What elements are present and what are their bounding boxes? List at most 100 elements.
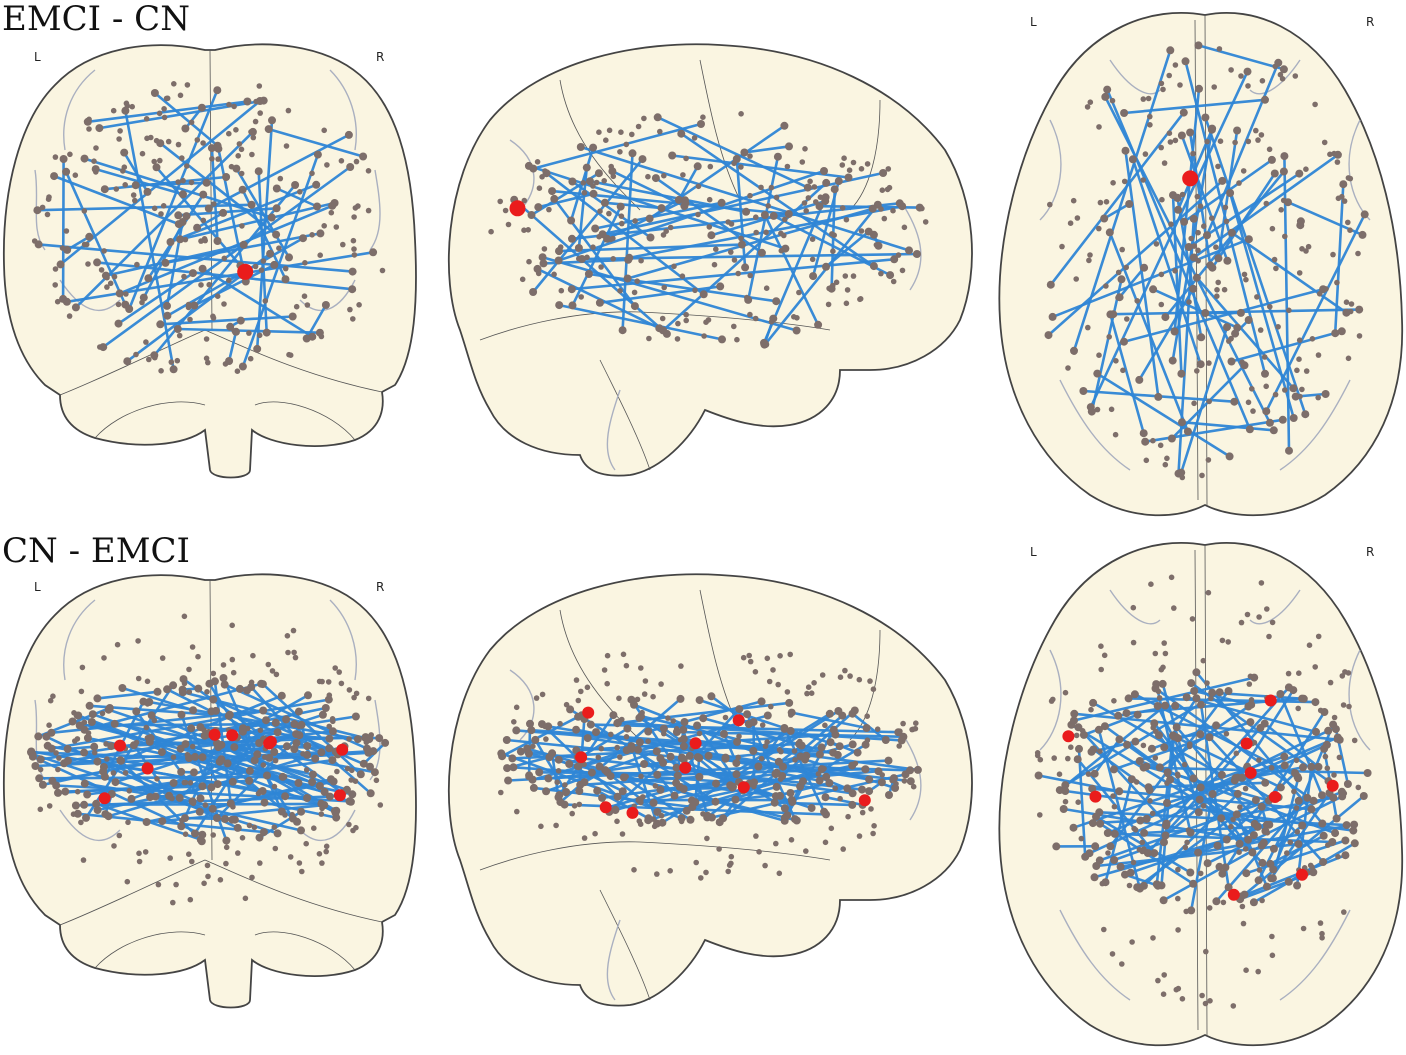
connected-node bbox=[1087, 747, 1096, 756]
region-node bbox=[604, 680, 610, 687]
region-node bbox=[122, 182, 128, 188]
connected-node bbox=[1070, 716, 1078, 725]
connected-node bbox=[717, 198, 726, 207]
region-node bbox=[333, 224, 340, 230]
region-node bbox=[713, 246, 719, 252]
region-node bbox=[1175, 895, 1181, 902]
region-node bbox=[576, 801, 583, 808]
connected-node bbox=[1244, 835, 1253, 844]
connected-node bbox=[328, 756, 337, 765]
connected-node bbox=[890, 255, 899, 264]
region-node bbox=[175, 179, 181, 185]
region-node bbox=[1150, 437, 1156, 444]
region-node bbox=[101, 248, 107, 254]
connected-node bbox=[1150, 719, 1159, 728]
region-node bbox=[1292, 73, 1299, 79]
region-node bbox=[728, 853, 735, 860]
region-node bbox=[1164, 455, 1170, 462]
region-node bbox=[1256, 867, 1263, 873]
connected-node bbox=[302, 334, 311, 343]
hub-node bbox=[141, 762, 154, 775]
region-node bbox=[1098, 643, 1104, 649]
connected-node bbox=[1321, 390, 1330, 398]
region-node bbox=[164, 95, 171, 102]
connected-node bbox=[711, 797, 720, 806]
connected-node bbox=[100, 772, 109, 781]
connected-node bbox=[565, 760, 574, 768]
region-node bbox=[740, 654, 747, 661]
hub-node bbox=[336, 743, 349, 756]
hub-node bbox=[333, 789, 346, 802]
connected-node bbox=[889, 774, 898, 783]
connected-node bbox=[1215, 862, 1224, 871]
region-node bbox=[634, 696, 641, 703]
region-node bbox=[122, 770, 129, 776]
region-node bbox=[837, 674, 844, 680]
connection-edge bbox=[600, 772, 777, 800]
connected-node bbox=[869, 262, 878, 271]
region-node bbox=[1293, 805, 1300, 811]
region-node bbox=[157, 157, 163, 164]
connected-node bbox=[348, 790, 357, 799]
connected-node bbox=[85, 701, 94, 710]
region-node bbox=[1315, 352, 1322, 358]
region-node bbox=[170, 754, 177, 760]
region-node bbox=[1272, 391, 1279, 398]
region-node bbox=[1241, 271, 1248, 278]
connection-edge bbox=[626, 207, 875, 280]
region-node bbox=[198, 282, 204, 288]
region-node bbox=[514, 808, 520, 815]
region-node bbox=[351, 214, 357, 220]
region-node bbox=[1205, 589, 1212, 596]
region-node bbox=[768, 703, 774, 710]
connected-node bbox=[807, 804, 816, 812]
region-node bbox=[606, 127, 613, 134]
connected-node bbox=[1350, 839, 1359, 848]
connected-node bbox=[182, 212, 191, 221]
connected-node bbox=[786, 789, 795, 797]
connected-node bbox=[139, 697, 148, 706]
region-node bbox=[293, 303, 300, 310]
connected-node bbox=[1087, 407, 1096, 416]
connected-node bbox=[638, 155, 647, 164]
region-node bbox=[184, 82, 191, 88]
connected-node bbox=[262, 716, 270, 725]
region-node bbox=[46, 194, 52, 200]
connected-node bbox=[320, 801, 329, 810]
region-node bbox=[226, 277, 232, 284]
region-node bbox=[1208, 695, 1214, 702]
connection-edge bbox=[1206, 795, 1344, 865]
connected-node bbox=[829, 748, 838, 757]
region-node bbox=[239, 835, 246, 841]
connection-edge bbox=[1072, 676, 1256, 722]
connected-node bbox=[85, 232, 94, 241]
connected-node bbox=[158, 817, 167, 826]
region-node bbox=[1130, 639, 1137, 646]
connected-node bbox=[586, 720, 595, 729]
region-node bbox=[1253, 127, 1259, 134]
region-node bbox=[271, 824, 278, 830]
connected-node bbox=[825, 779, 834, 787]
region-node bbox=[123, 100, 130, 107]
region-node bbox=[1109, 97, 1116, 104]
connection-edge bbox=[656, 116, 810, 189]
region-node bbox=[1214, 287, 1220, 293]
connected-node bbox=[1177, 131, 1186, 140]
region-node bbox=[332, 665, 339, 671]
connected-node bbox=[1285, 446, 1293, 455]
connection-edge bbox=[1333, 182, 1345, 335]
region-node bbox=[497, 198, 504, 205]
connected-node bbox=[555, 791, 564, 800]
region-node bbox=[1200, 657, 1207, 664]
region-node bbox=[654, 871, 660, 877]
hub-node bbox=[1062, 730, 1075, 743]
connected-node bbox=[1142, 762, 1151, 771]
connected-node bbox=[1299, 763, 1307, 772]
region-node bbox=[1278, 207, 1284, 213]
connected-node bbox=[163, 685, 172, 694]
region-node bbox=[541, 246, 548, 252]
connected-node bbox=[238, 362, 247, 371]
connected-node bbox=[1214, 254, 1223, 263]
connected-node bbox=[309, 770, 317, 779]
connection-edge bbox=[611, 169, 686, 208]
